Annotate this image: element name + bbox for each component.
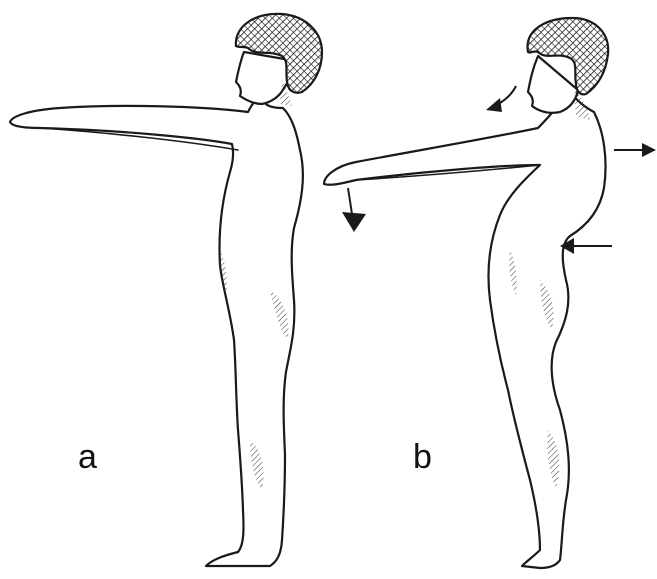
panel-label-b: b — [413, 440, 432, 474]
figure-a-body — [10, 95, 303, 566]
panel-label-a: a — [78, 440, 97, 474]
hand-down-arrow — [342, 188, 366, 232]
figure-b-slouched — [324, 18, 656, 568]
lumbar-inward-arrow — [560, 238, 612, 254]
back-outward-arrow — [614, 143, 656, 157]
head-forward-arrow — [486, 86, 516, 112]
figure-b-body — [324, 92, 606, 568]
figure-a-upright — [10, 14, 322, 566]
figure-b-face — [528, 56, 578, 113]
